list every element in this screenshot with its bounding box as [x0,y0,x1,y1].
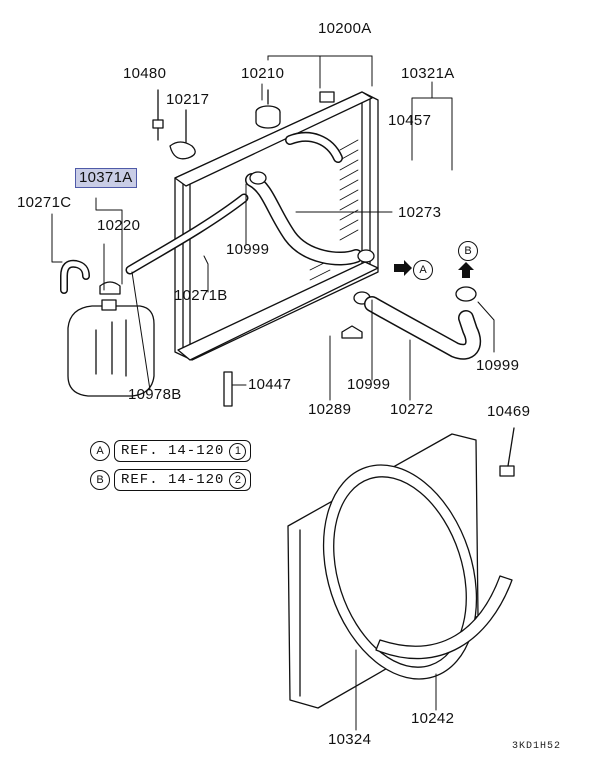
reference-a[interactable]: A REF. 14-120 1 [90,440,260,462]
upper-hose [245,131,363,266]
drain-cock [341,325,363,339]
part-label-10999-b[interactable]: 10999 [476,357,520,374]
part-label-10480[interactable]: 10480 [123,65,167,82]
part-label-10324[interactable]: 10324 [328,731,372,748]
part-label-10447[interactable]: 10447 [248,376,292,393]
part-label-10271C[interactable]: 10271C [17,194,72,211]
drawing-code: 3KD1H52 [511,741,561,752]
drain-pipe [223,371,233,407]
shroud-bolt [499,427,515,477]
mounting-bolt [152,89,164,141]
part-label-10999-c[interactable]: 10999 [347,376,391,393]
part-label-10272[interactable]: 10272 [390,401,434,418]
flow-arrows [394,260,474,278]
part-label-10217[interactable]: 10217 [166,91,210,108]
part-label-10273[interactable]: 10273 [398,204,442,221]
fan-shroud [287,433,479,709]
part-label-10289[interactable]: 10289 [308,401,352,418]
reserve-tank [67,281,155,397]
reference-b-index: 2 [229,472,247,489]
reference-a-index: 1 [229,443,247,460]
reference-b-marker: B [90,470,110,490]
reference-b[interactable]: B REF. 14-120 2 [90,469,260,491]
part-label-10321A[interactable]: 10321A [401,65,455,82]
reserve-tank-hose [60,259,90,294]
lower-hose [364,296,482,360]
part-label-10242[interactable]: 10242 [411,710,455,727]
flow-marker-b[interactable]: B [458,241,478,261]
radiator-cap [255,89,281,129]
part-label-10220[interactable]: 10220 [97,217,141,234]
part-label-10371A-selected[interactable]: 10371A [75,168,137,188]
part-label-10271B[interactable]: 10271B [174,287,228,304]
part-label-10457[interactable]: 10457 [388,112,432,129]
reference-b-box: REF. 14-120 2 [114,469,252,491]
reference-a-marker: A [90,441,110,461]
reference-b-text: REF. 14-120 [121,472,225,488]
part-label-10210[interactable]: 10210 [241,65,285,82]
part-label-10469[interactable]: 10469 [487,403,531,420]
reference-a-box: REF. 14-120 1 [114,440,252,462]
part-label-10999-a[interactable]: 10999 [226,241,270,258]
part-label-10978B[interactable]: 10978B [128,386,182,403]
reference-a-text: REF. 14-120 [121,443,225,459]
leader-lines [51,55,495,731]
mount-bracket [169,109,196,160]
hose-clamp [249,171,477,305]
part-label-10200A[interactable]: 10200A [318,20,372,37]
overflow-hose [125,193,249,275]
lower-shroud [375,575,513,660]
flow-marker-a[interactable]: A [413,260,433,280]
